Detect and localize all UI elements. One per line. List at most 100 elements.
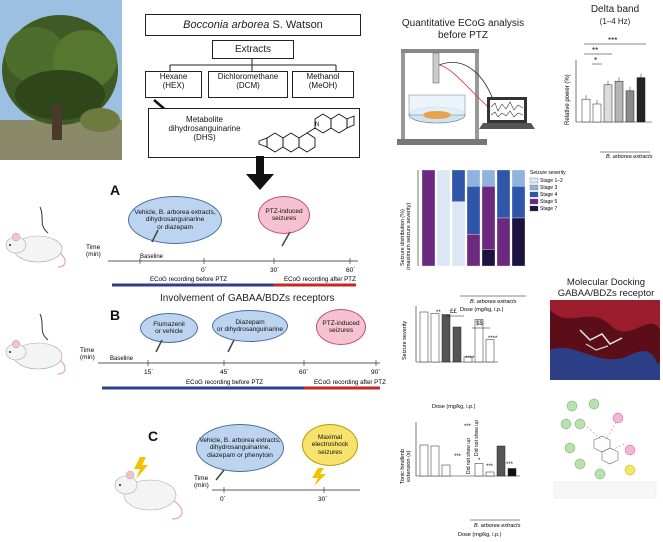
tree-photo-art xyxy=(0,0,122,160)
delta-xgroup: B. arborea extracts xyxy=(606,154,653,160)
down-arrow-icon xyxy=(246,156,274,190)
panel-a-before: ECoG recording before PTZ xyxy=(150,276,227,283)
sd-legend-label: Stage 7 xyxy=(540,206,557,212)
delta-chart: Relative power (%) * ** *** B. arborea e… xyxy=(565,36,653,160)
panel-c-treatment-ellipse: Vehicle, B. arborea extracts, dihydrosan… xyxy=(196,424,284,472)
sev-bar xyxy=(452,326,462,363)
panel-a-ptz-ellipse: PTZ-induced seizures xyxy=(258,196,310,234)
delta-bar xyxy=(603,84,613,123)
delta-subtitle: (1–4 Hz) xyxy=(599,17,631,26)
extract-dcm-name: Dichloromethane xyxy=(217,72,279,81)
sev-sig-flu-dzp: **** xyxy=(488,336,498,342)
panel-a-ptz-l2: seizures xyxy=(271,215,297,222)
panel-c-time-2: (min) xyxy=(194,482,209,489)
panel-c-treatment-l2: dihydrosanguinarine, xyxy=(209,444,271,452)
panel-c-tick-30: 30´ xyxy=(318,496,327,503)
sd-legend-swatch xyxy=(529,177,539,184)
tonic-bar xyxy=(496,445,506,477)
tonic-dnsu-1: Did not show up xyxy=(466,438,472,474)
delta-title-text: Delta band xyxy=(590,4,640,15)
panel-b-after: ECoG recording after PTZ xyxy=(314,379,386,386)
mouse-a-illustration xyxy=(5,206,66,268)
sev-bars xyxy=(419,311,495,363)
docking-title-1: Molecular Docking xyxy=(566,277,646,288)
seizure-severity-chart: Seizure severity ** ££ $$ **** **** Dose… xyxy=(402,306,498,410)
panel-a-treatment-l3: or diazepam xyxy=(157,223,193,231)
extract-hex-name: Hexane xyxy=(159,72,188,81)
metabolite-line3: (DHS) xyxy=(193,133,216,142)
delta-title: Delta band (1–4 Hz) xyxy=(570,4,660,28)
sev-bar xyxy=(419,311,429,363)
sd-bar-segment xyxy=(466,234,481,267)
panel-b-ptz-ellipse: PTZ-induced seizures xyxy=(316,309,366,345)
sd-bar-segment xyxy=(511,186,526,219)
delta-bar xyxy=(614,80,624,123)
panel-b-tick-60: 60´ xyxy=(299,369,308,376)
panel-a-tick-0: 0´ xyxy=(201,267,207,274)
sd-bar-segment xyxy=(511,217,526,267)
panel-b-ptz-l1: PTZ-induced xyxy=(322,319,360,327)
sd-legend-swatch xyxy=(529,205,539,212)
sd-legend-label: Stage 5 xyxy=(540,199,557,205)
sd-legend-label: Stage 4 xyxy=(540,192,557,198)
sev-sig-dzp: **** xyxy=(465,356,475,362)
tonic-bars xyxy=(419,444,517,477)
panel-b-flu-l2: or vehicle xyxy=(155,328,183,335)
delta-sig-1: * xyxy=(594,56,597,65)
panel-c-mes-ellipse: Maximal electroshock seizures xyxy=(302,424,358,466)
mouse-b-illustration xyxy=(5,313,66,375)
delta-sig-2: ** xyxy=(592,46,598,55)
sev-sig-ll: ££ xyxy=(450,309,457,315)
species-name: Bocconia arborea xyxy=(183,19,270,31)
extract-hex-abbr: (HEX) xyxy=(162,81,185,90)
sev-sig-ss: $$ xyxy=(476,321,483,327)
panel-b-tick-15: 15´ xyxy=(144,369,153,376)
tonic-sig-dhs: *** xyxy=(506,462,514,468)
panel-b-flumazenil-ellipse: Flumazenil or vehicle xyxy=(140,313,198,343)
sd-bar-segment xyxy=(451,169,466,202)
sd-legend-label: Stage 3 xyxy=(540,185,557,191)
sd-bars xyxy=(421,169,526,267)
sd-bar-segment xyxy=(481,186,496,250)
ecog-title-line1: Quantitative ECoG analysis xyxy=(401,18,525,29)
extract-meoh-abbr: (MeOH) xyxy=(308,81,338,90)
panel-b-time-1: Time xyxy=(80,347,95,354)
sd-bar-segment xyxy=(511,169,526,187)
metabolite-line2: dihydrosanguinarine xyxy=(168,124,241,133)
panel-c-time-1: Time xyxy=(194,475,209,482)
panel-a-baseline: Baseline xyxy=(140,254,164,260)
panel-b-timeline: Time (min) Baseline 15´ 45´ 60´ 90´ ECoG… xyxy=(80,339,386,390)
panel-b-tick-45: 45´ xyxy=(220,369,229,376)
sd-bar-segment xyxy=(466,186,481,235)
sev-bar xyxy=(430,313,440,363)
sd-ylabel-1: Seizure distribution (%) xyxy=(400,209,406,266)
extract-meoh: Methanol (MeOH) xyxy=(292,71,354,98)
panel-a-tick-60: 60´ xyxy=(346,267,355,274)
sd-bar-segment xyxy=(421,169,436,267)
extract-hex: Hexane (HEX) xyxy=(145,71,202,98)
sd-legend-title: Seizure severity xyxy=(530,170,566,176)
sd-bar-segment xyxy=(436,169,451,267)
panel-b-tick-90: 90´ xyxy=(371,369,380,376)
sd-bar-segment xyxy=(481,249,496,267)
panel-c-tick-0: 0´ xyxy=(220,496,226,503)
panel-b-dzp-l1: Diazepam xyxy=(235,318,265,326)
species-title: Bocconia arborea S. Watson xyxy=(145,14,361,36)
panel-b-title: Involvement of GABAA/BDZs receptors xyxy=(160,293,335,304)
sev-bar xyxy=(463,356,473,363)
ecog-apparatus-illustration xyxy=(397,49,535,145)
sd-legend-swatch xyxy=(529,191,539,198)
sd-bar-segment xyxy=(496,169,511,219)
panel-c-letter: C xyxy=(148,428,159,444)
sev-bar xyxy=(485,339,495,363)
tonic-sig-dcm: *** xyxy=(486,464,494,470)
panel-a-timeline: Time (min) Baseline 0´ 30´ 60´ ECoG reco… xyxy=(86,229,358,287)
panel-a-treatment-l1: Vehicle, B. arborea extracts, xyxy=(134,208,216,216)
tree-photo xyxy=(0,0,122,160)
extracts-label: Extracts xyxy=(212,40,294,59)
panel-c-timeline: Time (min) 0´ 30´ xyxy=(194,468,360,503)
sd-legend-swatch xyxy=(529,198,539,205)
sd-bar-segment xyxy=(496,217,511,267)
delta-ylabel: Relative power (%) xyxy=(565,74,571,125)
panel-a-treatment-l2: dihydrosanguinarine xyxy=(145,216,205,224)
